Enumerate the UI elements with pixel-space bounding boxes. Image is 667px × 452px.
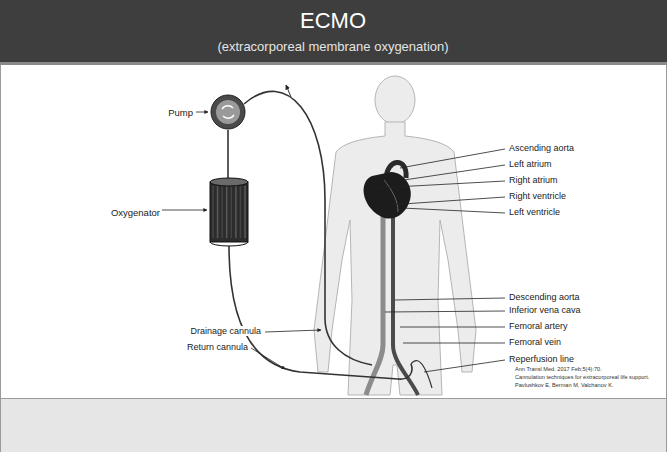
citation-line: Cannulation techniques for extracorporea… (515, 374, 649, 380)
anatomy-label: Ascending aorta (508, 143, 575, 153)
anatomy-label: Left atrium (508, 159, 553, 169)
citation-line: Pavlushkov E, Berman M, Valchanov K. (515, 382, 613, 388)
anatomy-label: Right atrium (508, 175, 559, 185)
cannula-label: Return cannula (186, 342, 249, 352)
anatomy-label: Inferior vena cava (508, 305, 582, 315)
leader-lines (162, 112, 505, 372)
pump-shape (210, 94, 246, 130)
component-label: Oxygenator (110, 207, 161, 218)
anatomy-label: Right ventricle (508, 191, 567, 201)
anatomy-label: Left ventricle (508, 207, 561, 217)
circuit-tubing (229, 85, 432, 388)
body-silhouette (314, 76, 476, 395)
cannula-label: Drainage cannula (189, 326, 262, 336)
anatomy-label: Reperfusion line (508, 354, 575, 364)
slide-title: ECMO (300, 8, 366, 33)
citation-line: Ann Transl Med. 2017 Feb;5(4):70. (515, 366, 602, 372)
heart (364, 172, 411, 219)
anatomy-label: Femoral artery (508, 321, 569, 331)
slide-subtitle: (extracorporeal membrane oxygenation) (217, 40, 448, 55)
pump-unit: Pump (210, 94, 246, 130)
anatomy-label: Femoral vein (508, 337, 562, 347)
oxygenator-unit: Oxygenator (209, 178, 249, 246)
anatomy-label: Descending aorta (508, 292, 581, 302)
oxygenator-shape (209, 178, 249, 246)
component-label: Pump (167, 107, 194, 118)
tube-connector (227, 130, 229, 178)
footer-band (0, 398, 667, 452)
